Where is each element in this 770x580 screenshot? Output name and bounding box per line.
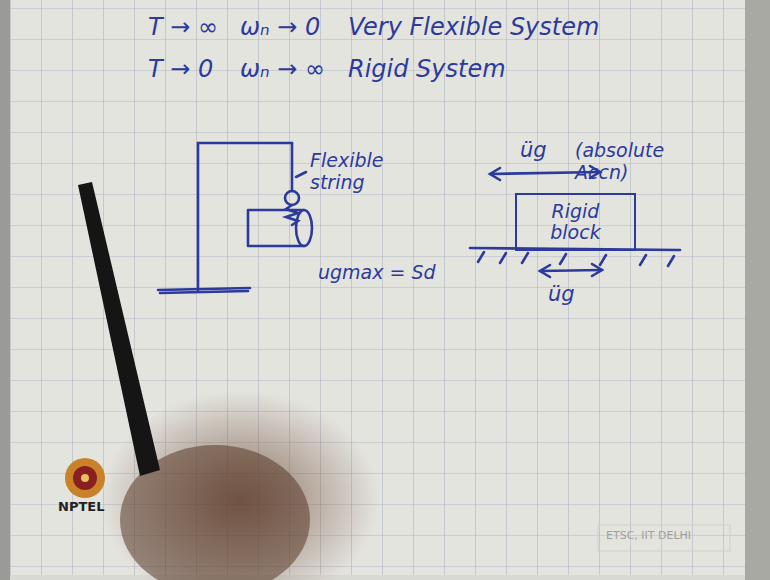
part-label: Flexible string xyxy=(310,150,405,194)
note-text: Very Flexible System xyxy=(348,14,599,42)
formula-text: ugmax = Sd xyxy=(318,262,436,284)
pen-and-hand xyxy=(78,182,380,580)
note-text: Rigid System xyxy=(348,56,506,84)
note-text: (absolute Accn) xyxy=(575,140,685,184)
watermark: ETSC, IIT DELHI xyxy=(606,530,691,543)
watermark-frame xyxy=(598,525,730,551)
flexible-system-sketch xyxy=(158,143,312,293)
acceleration-label: üg xyxy=(520,138,547,162)
nptel-logo xyxy=(65,458,105,498)
formula-text: ωₙ → ∞ xyxy=(240,56,325,84)
logo-text: NPTEL xyxy=(58,500,104,515)
formula-text: T → ∞ xyxy=(148,14,218,42)
acceleration-label: üg xyxy=(548,282,575,306)
rigid-block: Rigid block xyxy=(515,193,636,251)
formula-text: T → 0 xyxy=(148,56,213,84)
block-label: Rigid block xyxy=(525,201,626,243)
formula-text: ωₙ → 0 xyxy=(240,14,320,42)
